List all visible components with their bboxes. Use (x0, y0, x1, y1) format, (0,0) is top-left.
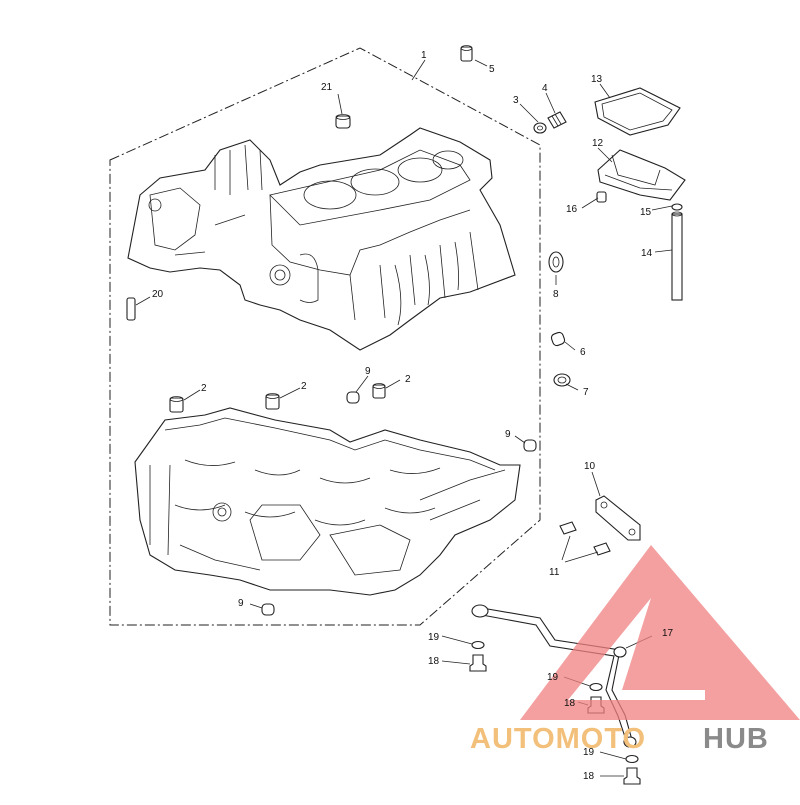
callout-2-mid: 2 (301, 381, 307, 392)
bracket-10 (595, 495, 641, 541)
watermark-triangle (520, 545, 800, 720)
lower-crankcase (134, 407, 521, 596)
callout-14: 14 (641, 248, 653, 259)
callout-labels: 1 2 2 2 3 4 5 6 7 8 9 9 9 10 11 12 13 14… (152, 50, 674, 782)
washer-19-c (625, 754, 639, 764)
grommet-9-top (346, 391, 360, 404)
bolt-16 (596, 191, 607, 203)
dowel-6 (550, 331, 566, 347)
grommet-9-right (523, 439, 537, 452)
watermark-text-auto: AUTOMOTO (470, 723, 646, 755)
bolt-18-c (623, 767, 641, 785)
assembly-boundary (109, 47, 541, 626)
dowel-2-mid (265, 393, 280, 410)
callout-9-right: 9 (505, 429, 511, 440)
callout-9-top: 9 (365, 366, 371, 377)
watermark-logo (520, 545, 800, 720)
callout-12: 12 (592, 138, 604, 149)
strainer-12 (597, 149, 686, 201)
callout-16: 16 (566, 204, 578, 215)
washer-19-a (471, 640, 485, 650)
callout-8: 8 (553, 289, 559, 300)
watermark-text-hub: HUB (703, 723, 769, 755)
callout-15: 15 (640, 207, 652, 218)
callout-2-right: 2 (405, 374, 411, 385)
callout-5: 5 (489, 64, 495, 75)
callout-19-c: 19 (583, 747, 595, 758)
callout-18-c: 18 (583, 771, 595, 782)
bolt-11-b (593, 542, 611, 556)
bolt-18-a (469, 654, 487, 672)
callout-10: 10 (584, 461, 596, 472)
oring-7 (553, 373, 571, 387)
gasket-13 (594, 87, 681, 136)
callout-17: 17 (662, 628, 674, 639)
callout-7: 7 (583, 387, 589, 398)
bolt-11-a (559, 521, 577, 535)
callout-13: 13 (591, 74, 603, 85)
callout-1: 1 (421, 50, 427, 61)
callout-6: 6 (580, 347, 586, 358)
dowel-2-right (372, 383, 386, 399)
upper-crankcase (127, 127, 516, 351)
callout-20: 20 (152, 289, 164, 300)
callout-3: 3 (513, 95, 519, 106)
pin-20 (126, 297, 136, 321)
callout-19-a: 19 (428, 632, 440, 643)
washer-3 (533, 122, 547, 134)
callout-18-a: 18 (428, 656, 440, 667)
ring-15 (671, 203, 683, 211)
grommet-9-bottom (261, 603, 275, 616)
dowel-2-left (169, 396, 184, 413)
plug-4 (547, 111, 567, 129)
callout-4: 4 (542, 83, 548, 94)
pipe-14 (671, 211, 683, 301)
callout-19-b: 19 (547, 672, 559, 683)
callout-9-bottom: 9 (238, 598, 244, 609)
dowel-pin-5 (460, 45, 473, 62)
callout-21: 21 (321, 82, 333, 93)
callout-11: 11 (549, 567, 560, 578)
washer-8 (548, 251, 564, 273)
callout-18-b: 18 (564, 698, 576, 709)
callout-2-left: 2 (201, 383, 207, 394)
dowel-21 (335, 114, 351, 129)
washer-19-b (589, 682, 603, 692)
